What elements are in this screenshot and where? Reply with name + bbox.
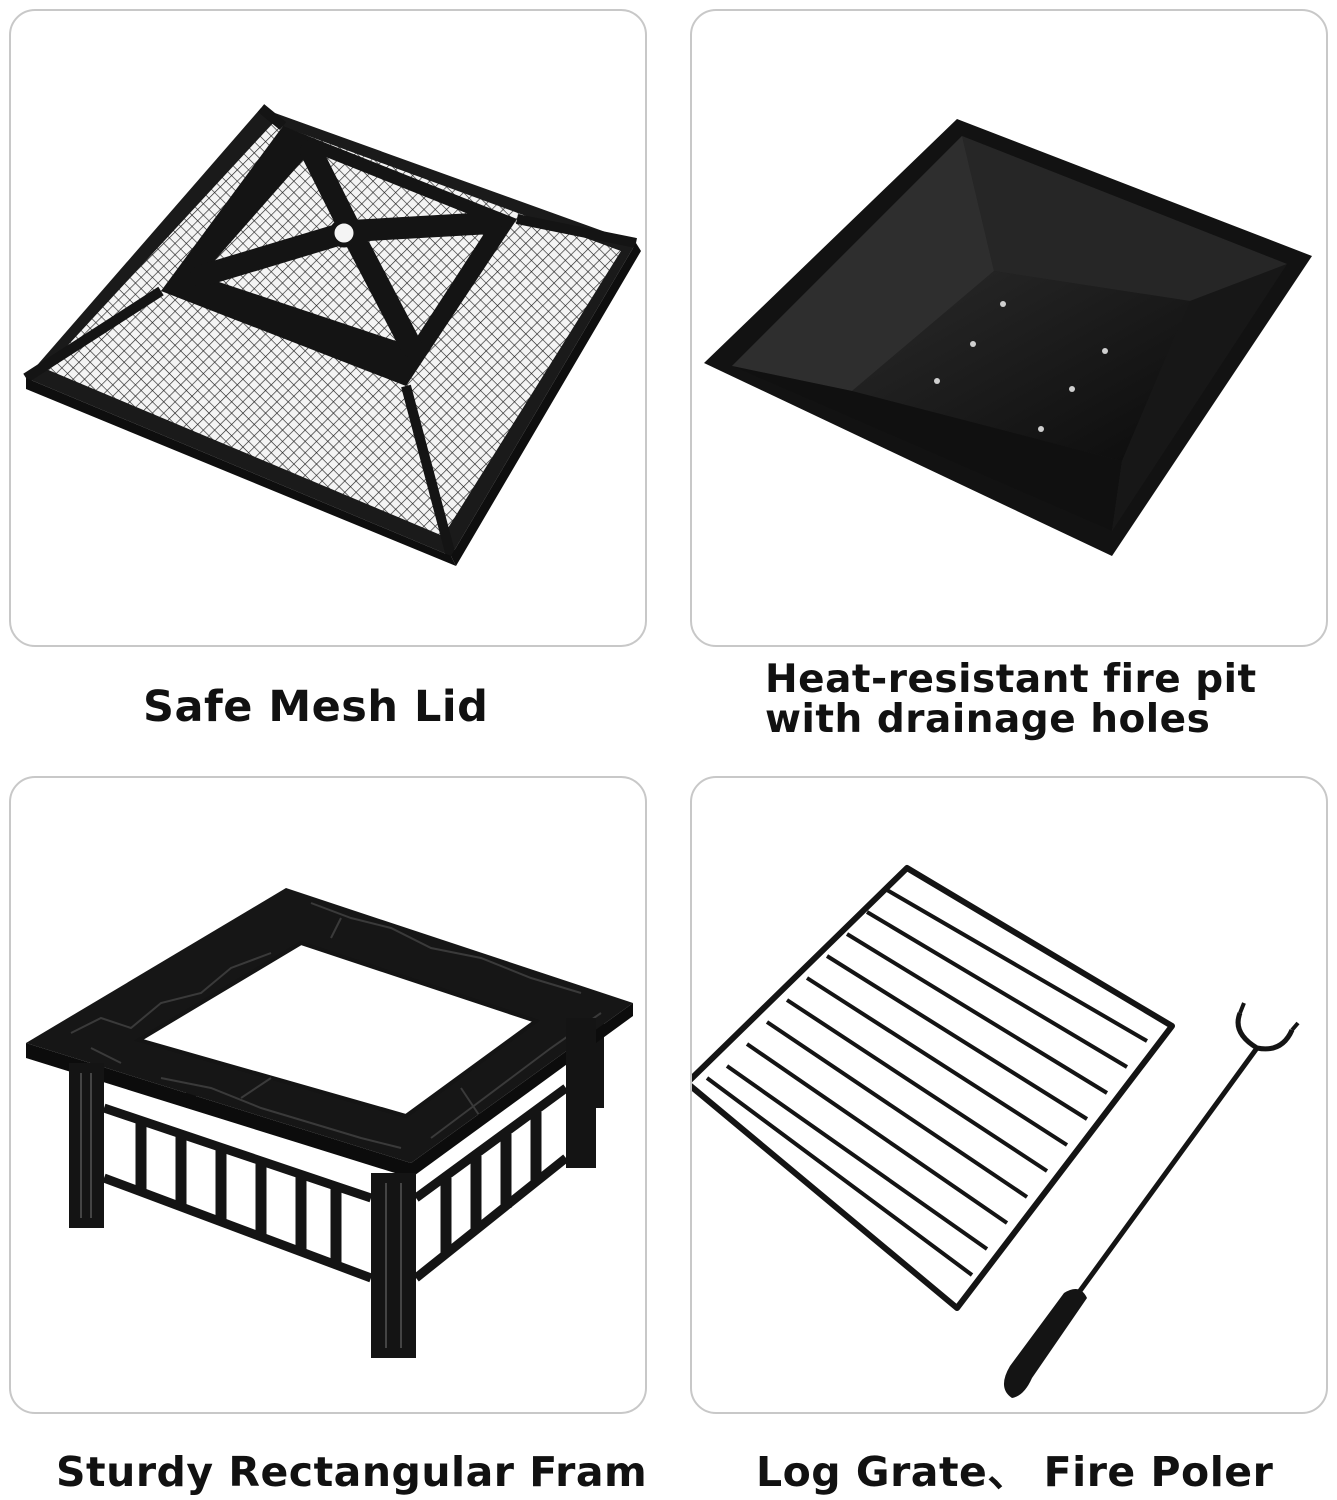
accessories-panel	[690, 776, 1328, 1414]
mesh-lid-caption: Safe Mesh Lid	[143, 682, 489, 732]
mesh-lid-illustration	[23, 104, 641, 566]
mesh-lid-panel	[9, 9, 647, 647]
frame-caption: Sturdy Rectangular Fram	[56, 1448, 648, 1496]
drainage-holes	[934, 301, 1108, 432]
fire-bowl-illustration	[704, 119, 1312, 556]
fire-bowl-caption-line1: Heat-resistant fire pit	[765, 657, 1257, 702]
fire-bowl-caption: Heat-resistant fire pit with drainage ho…	[765, 660, 1257, 740]
log-grate-and-poker-illustration	[692, 865, 1300, 1398]
fire-poker	[1003, 1002, 1300, 1398]
fire-bowl-caption-line2: with drainage holes	[765, 697, 1211, 742]
table-frame-illustration	[26, 888, 633, 1358]
log-grate-bars	[705, 888, 1149, 1277]
frame-panel	[9, 776, 647, 1414]
accessories-caption: Log Grate、 Fire Poler	[756, 1448, 1274, 1496]
fire-bowl-panel	[690, 9, 1328, 647]
log-grate	[692, 865, 1175, 1311]
